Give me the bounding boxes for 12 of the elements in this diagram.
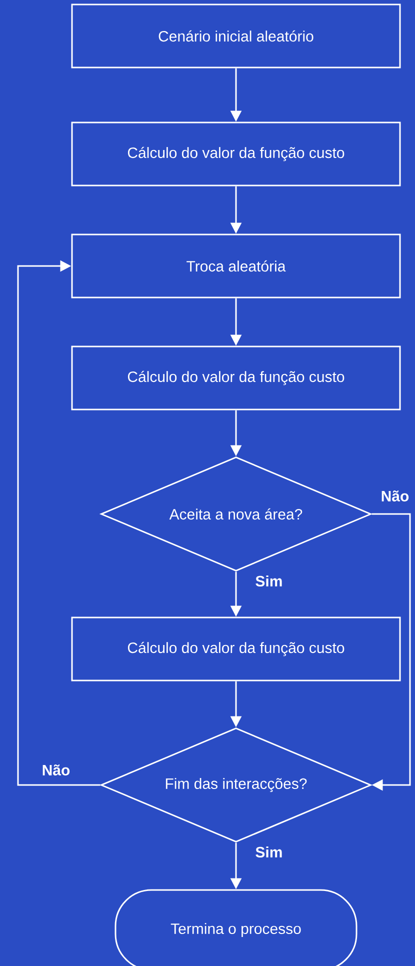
terminator-box: Termina o processo bbox=[114, 889, 358, 966]
process-box: Cálculo do valor da função custo bbox=[71, 616, 401, 682]
process-box: Cálculo do valor da função custo bbox=[71, 122, 401, 186]
process-box: Cálculo do valor da função custo bbox=[71, 346, 401, 410]
process-box: Cenário inicial aleatório bbox=[71, 4, 401, 68]
process-box: Troca aleatória bbox=[71, 234, 401, 298]
arrow bbox=[17, 260, 100, 786]
arrow bbox=[372, 513, 411, 791]
edge-label: Não bbox=[382, 490, 409, 502]
edge-label: Não bbox=[42, 764, 70, 776]
edge-label: Sim bbox=[256, 846, 282, 858]
edge-label: Sim bbox=[256, 576, 282, 586]
